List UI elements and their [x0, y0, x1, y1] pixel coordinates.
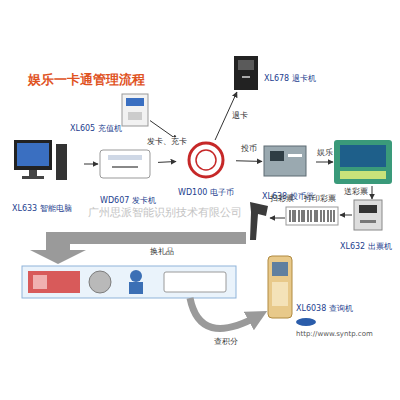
gift-panel-part — [33, 275, 47, 289]
coin-acceptor-icon-part — [270, 151, 284, 161]
gift-panel-part — [130, 270, 142, 282]
card-issuer-icon — [100, 150, 150, 178]
device-label: XL6038 查询机 — [296, 304, 353, 314]
flow-arrows-part — [316, 162, 333, 163]
flow-label: 扫彩票 — [270, 194, 294, 204]
flow-arrows — [270, 162, 372, 218]
card-issuer-icon-part — [112, 166, 138, 168]
flow-arrow — [236, 160, 262, 162]
edge-label: 退卡 — [231, 111, 249, 121]
gift-panel-part — [22, 266, 236, 298]
ticket-printer-icon-part — [354, 200, 382, 230]
flow-arrows-part — [270, 218, 285, 219]
game-machine-icon-part — [340, 145, 386, 167]
watermark: 广州思派智能识别技术有限公司 — [88, 206, 242, 219]
device-node: XL6038 查询机 — [264, 252, 364, 322]
edge-label: 投币 — [240, 144, 258, 154]
computer-icon-part — [14, 140, 52, 170]
gift-panel-part — [129, 282, 143, 294]
device-node: XL632 出票机 — [340, 198, 398, 246]
refund-machine-icon-part — [242, 76, 250, 78]
flow-label: 娱乐 — [317, 148, 333, 158]
barcode-ticket-icon-part — [290, 210, 334, 222]
coin-acceptor-icon — [264, 146, 306, 176]
token-icon — [189, 143, 223, 177]
edge-label: 发卡、充卡 — [146, 137, 188, 147]
device-label: XL633 智能电脑 — [12, 204, 72, 214]
flow-label: 打印彩票 — [304, 194, 336, 204]
flow-arrow — [158, 161, 176, 163]
query-handheld-icon-part — [272, 282, 288, 306]
gift-panel-part — [28, 271, 80, 293]
device-label: XL605 充值机 — [70, 124, 122, 134]
gift-exchange-arrow-part — [46, 232, 70, 250]
flow-arrows-part — [340, 215, 352, 216]
ticket-printer-icon-part — [360, 220, 376, 223]
coin-acceptor-icon-part — [264, 146, 306, 176]
computer-icon-part — [29, 170, 37, 176]
device-node: XL605 充值机 — [70, 92, 150, 136]
computer-icon — [14, 140, 67, 180]
flow-arrows-part — [372, 186, 373, 199]
device-label: XL678 退卡机 — [264, 74, 316, 84]
recharge-machine-icon-part — [122, 94, 148, 126]
token-icon-part — [196, 150, 216, 170]
gift-exchange-arrow — [30, 232, 246, 264]
scanner-icon-part — [250, 202, 268, 240]
gift-panel-part — [89, 271, 111, 293]
scanner-icon — [250, 202, 268, 240]
device-label: XL632 出票机 — [340, 242, 392, 252]
query-handheld-icon-part — [272, 262, 288, 276]
token-icon-part — [189, 143, 223, 177]
gift-exchange-arrow-part — [46, 232, 246, 244]
recharge-machine-icon-part — [128, 112, 142, 120]
recharge-machine-icon-part — [126, 98, 144, 106]
gift-exchange-arrow-part — [30, 250, 86, 264]
device-node: WD607 发卡机 — [98, 144, 158, 202]
diagram-title: 娱乐一卡通管理流程 — [28, 72, 145, 88]
device-label: WD607 发卡机 — [100, 196, 156, 206]
flow-label: 换礼品 — [150, 247, 174, 257]
computer-icon-part — [22, 176, 44, 179]
device-label: WD100 电子币 — [178, 188, 234, 198]
gift-panel — [22, 266, 236, 298]
refund-machine-icon — [234, 56, 258, 90]
company-logo-part — [296, 318, 316, 326]
gift-panel-part — [164, 272, 226, 292]
game-machine-icon — [334, 140, 392, 184]
company-logo — [296, 318, 316, 326]
device-node: XL633 智能电脑 — [8, 136, 84, 210]
query-handheld-icon-part — [268, 256, 292, 318]
computer-icon-part — [17, 143, 49, 166]
computer-icon-part — [56, 144, 67, 180]
flow-label: 查积分 — [214, 337, 238, 347]
points-query-arrow — [190, 298, 258, 328]
flow-label: http://www.syntp.com — [296, 330, 373, 339]
flow-label: 送彩票 — [344, 187, 368, 197]
coin-acceptor-icon-part — [288, 154, 302, 157]
card-issuer-icon-part — [100, 150, 150, 178]
ticket-printer-icon — [354, 200, 382, 230]
barcode-ticket-icon — [286, 207, 338, 225]
recharge-machine-icon — [122, 94, 148, 126]
query-handheld-icon — [268, 256, 292, 318]
flow-arrow — [84, 164, 98, 165]
card-issuer-icon-part — [108, 155, 142, 160]
device-node: XL678 退卡机 — [230, 52, 340, 92]
ticket-printer-icon-part — [359, 205, 377, 213]
barcode-ticket-icon-part — [286, 207, 338, 225]
refund-machine-icon-part — [234, 56, 258, 90]
device-node: WD100 电子币 — [176, 140, 236, 198]
game-machine-icon-part — [334, 140, 392, 184]
points-query-arrow-part — [190, 298, 258, 328]
game-machine-icon-part — [340, 171, 386, 179]
device-node: XL638 投币器 — [262, 140, 320, 198]
refund-machine-icon-part — [238, 60, 254, 70]
